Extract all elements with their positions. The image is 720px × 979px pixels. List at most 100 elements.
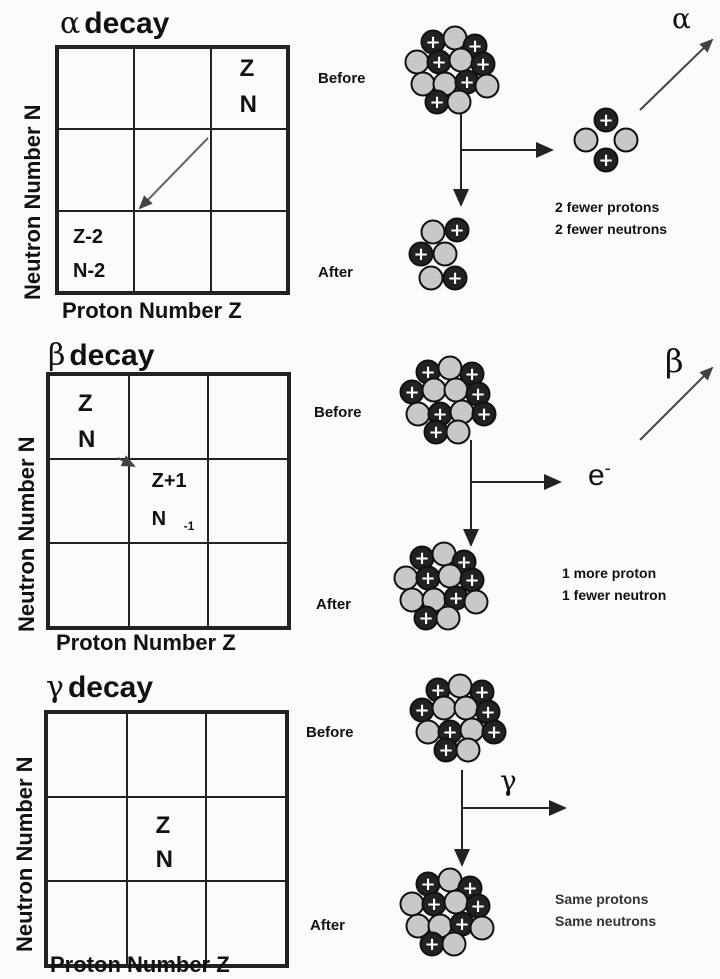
neutron — [421, 377, 447, 403]
grid-cell — [58, 129, 135, 211]
neutron — [418, 265, 444, 291]
neutron — [437, 355, 463, 381]
plus-icon: + — [418, 608, 433, 629]
beta-before-nucleus: +++++++ — [399, 355, 497, 445]
plus-icon: + — [475, 54, 490, 75]
plus-icon: + — [438, 740, 453, 761]
neutron — [432, 241, 458, 267]
plus-icon: + — [598, 150, 613, 171]
neutron — [463, 589, 489, 615]
grid-cell — [47, 881, 127, 965]
grid-cell — [134, 129, 211, 211]
plus-icon: + — [459, 72, 474, 93]
proton — [593, 107, 619, 133]
grid-cell — [208, 459, 288, 543]
alpha-emitted-symbol: α — [672, 2, 691, 35]
alpha-particle-nucleus: ++ — [573, 107, 639, 173]
plus-icon: + — [454, 914, 469, 935]
proton — [481, 719, 507, 745]
grid-cell — [128, 543, 209, 627]
gamma-cell-center: Z N — [126, 797, 207, 881]
grid-cell — [208, 543, 288, 627]
neutron — [431, 695, 457, 721]
gamma-grid: Z N — [44, 710, 289, 968]
plus-icon: + — [449, 220, 464, 241]
beta-electron-label: e- — [588, 458, 611, 492]
plus-icon: + — [467, 36, 482, 57]
plus-icon: + — [404, 382, 419, 403]
alpha-cell-start: Z N — [210, 48, 287, 130]
gamma-after-nucleus: ++++++ — [399, 867, 495, 957]
plus-icon: + — [470, 384, 485, 405]
grid-cell — [210, 210, 287, 292]
neutron — [399, 891, 425, 917]
grid-cell — [206, 797, 286, 881]
plus-icon: + — [464, 364, 479, 385]
grid-cell — [134, 48, 211, 130]
neutron — [469, 915, 495, 941]
proton — [593, 147, 619, 173]
plus-icon: + — [414, 548, 429, 569]
plus-icon: + — [425, 32, 440, 53]
gamma-x-axis-label: Proton Number Z — [50, 952, 230, 977]
plus-icon: + — [464, 570, 479, 591]
neutron — [446, 89, 472, 115]
grid-cell — [126, 881, 207, 965]
neutron — [573, 127, 599, 153]
plus-icon: + — [480, 702, 495, 723]
plus-icon: + — [420, 874, 435, 895]
plus-icon: + — [462, 878, 477, 899]
beta-symbol: β — [48, 338, 66, 373]
neutron — [443, 889, 469, 915]
gamma-before-nucleus: +++++++ — [409, 673, 507, 763]
alpha-before-nucleus: ++++++ — [404, 25, 500, 115]
alpha-emission-arrow — [639, 38, 714, 111]
proton — [444, 217, 470, 243]
neutron — [404, 49, 430, 75]
neutron — [443, 377, 469, 403]
alpha-cell-end: Z-2 N-2 — [58, 210, 135, 292]
beta-after-nucleus: ++++++ — [393, 541, 489, 631]
beta-emission-arrow — [639, 366, 714, 441]
proton — [442, 265, 468, 291]
plus-icon: + — [428, 422, 443, 443]
plus-icon: + — [420, 568, 435, 589]
neutron — [405, 401, 431, 427]
neutron — [455, 737, 481, 763]
beta-x-axis-label: Proton Number Z — [56, 630, 236, 655]
neutron — [453, 695, 479, 721]
grid-cell — [49, 459, 129, 543]
plus-icon: + — [447, 268, 462, 289]
nuclei-group: +++++++++++++++++++++++++++++++++++++ — [393, 25, 639, 957]
plus-icon: + — [429, 92, 444, 113]
gamma-symbol: γ — [46, 670, 64, 705]
alpha-note: 2 fewer protons 2 fewer neutrons — [555, 199, 668, 237]
plus-icon: + — [414, 700, 429, 721]
grid-cell — [47, 713, 127, 797]
proton — [471, 401, 497, 427]
beta-grid: Z N Z+1 N -1 — [46, 372, 291, 630]
beta-after-label: After — [316, 596, 352, 613]
grid-cell — [49, 543, 129, 627]
grid-cell — [128, 375, 209, 459]
plus-icon: + — [474, 682, 489, 703]
alpha-grid: Z N Z-2 N-2 — [55, 45, 290, 295]
plus-icon: + — [448, 588, 463, 609]
plus-icon: + — [476, 404, 491, 425]
beta-before-label: Before — [314, 404, 362, 421]
plus-icon: + — [470, 896, 485, 917]
neutron — [415, 719, 441, 745]
alpha-symbol: α — [60, 6, 81, 41]
neutron — [420, 219, 446, 245]
neutron — [437, 563, 463, 589]
neutron — [445, 419, 471, 445]
alpha-before-label: Before — [318, 70, 366, 87]
grid-cell — [134, 210, 211, 292]
neutron — [393, 565, 419, 591]
gamma-before-label: Before — [306, 724, 354, 741]
